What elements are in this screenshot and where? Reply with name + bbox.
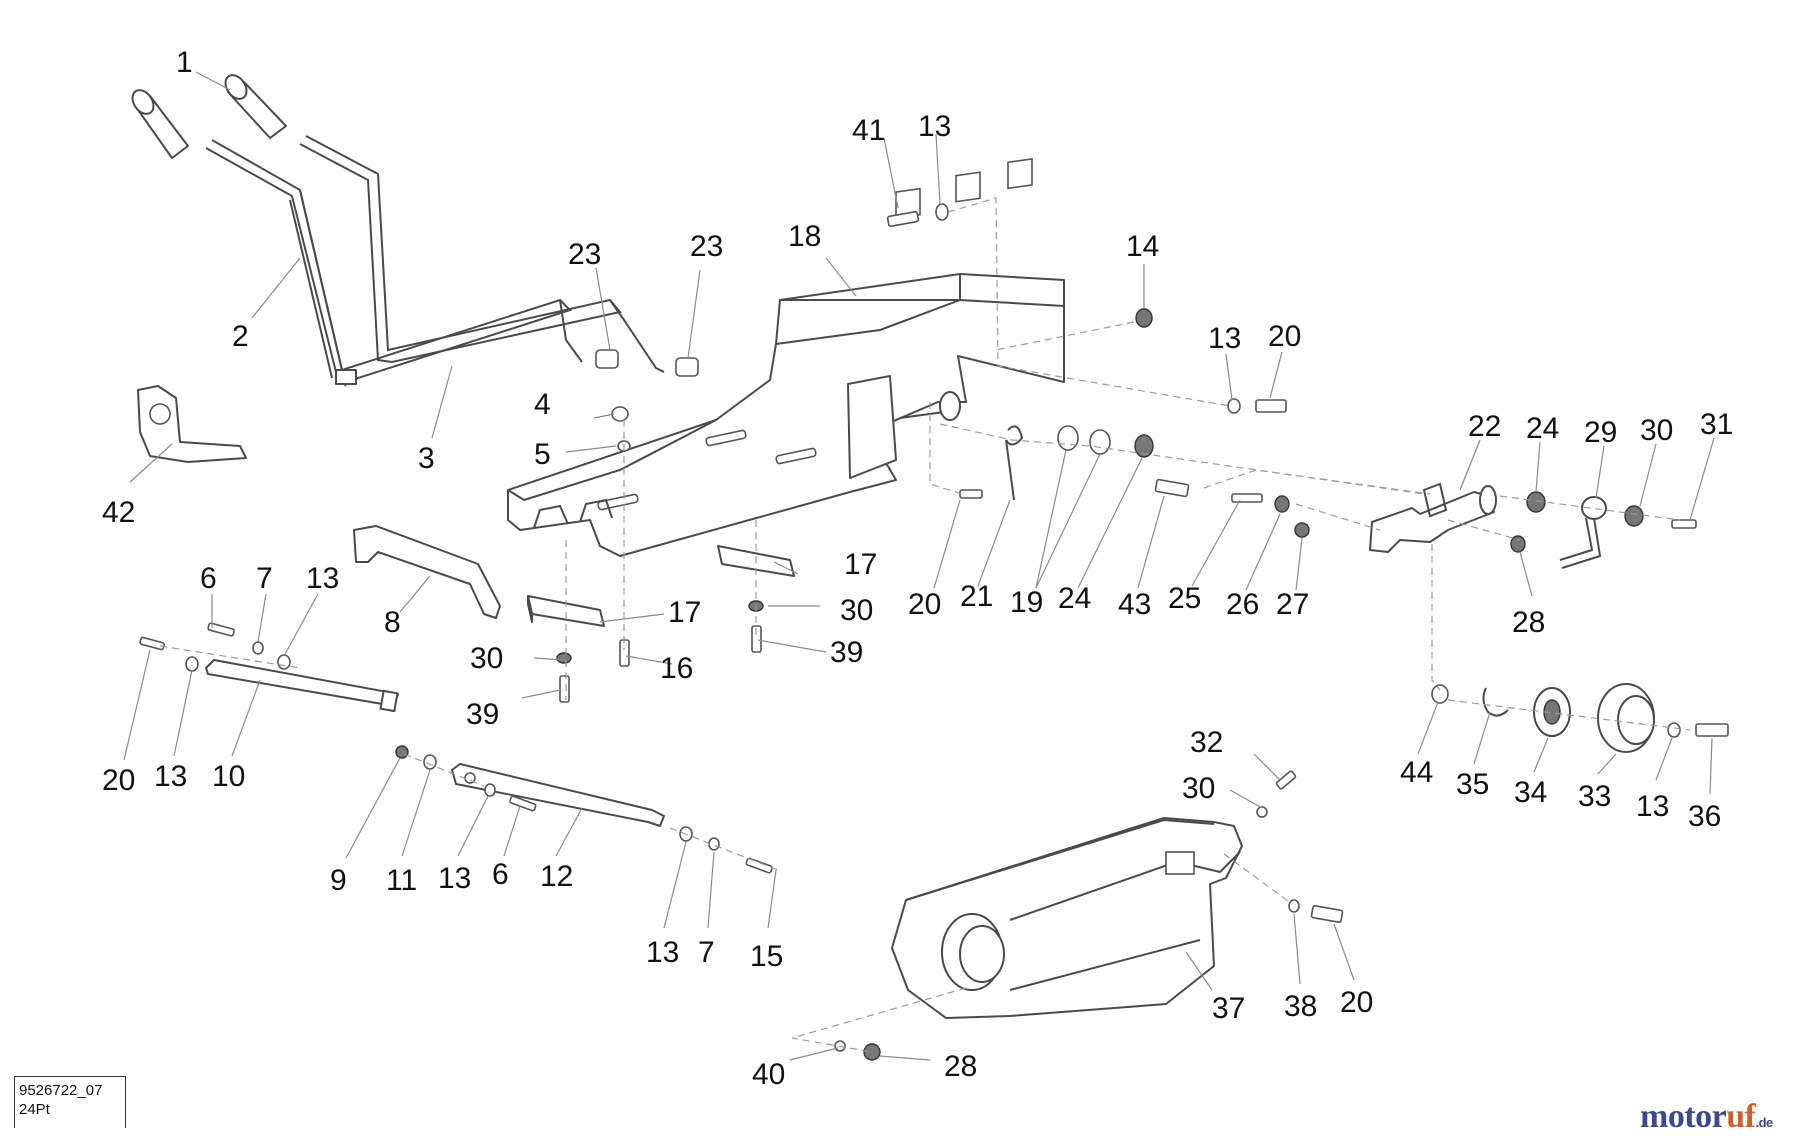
callout-30: 30 xyxy=(470,642,503,675)
callout-31: 31 xyxy=(1700,408,1733,441)
drawing-variant: 24Pt xyxy=(19,1101,50,1118)
callout-6: 6 xyxy=(492,858,509,891)
callout-30: 30 xyxy=(1182,772,1215,805)
callout-26: 26 xyxy=(1226,588,1259,621)
callout-39: 39 xyxy=(830,636,863,669)
callout-13: 13 xyxy=(918,110,951,143)
circlip-35 xyxy=(1482,687,1509,717)
callout-27: 27 xyxy=(1276,588,1309,621)
callout-20: 20 xyxy=(1340,986,1373,1019)
drawing-reference-box: 9526722_07 24Pt xyxy=(14,1076,126,1128)
callout-32: 32 xyxy=(1190,726,1223,759)
callout-21: 21 xyxy=(960,580,993,613)
drawing-reference-code: 9526722_07 xyxy=(19,1082,103,1099)
callout-40: 40 xyxy=(752,1058,785,1091)
shift-rod-10 xyxy=(205,659,399,713)
callout-38: 38 xyxy=(1284,990,1317,1023)
callout-39: 39 xyxy=(466,698,499,731)
callout-20: 20 xyxy=(102,764,135,797)
callout-25: 25 xyxy=(1168,582,1201,615)
callout-37: 37 xyxy=(1212,992,1245,1025)
callout-11: 11 xyxy=(386,864,417,897)
callout-30: 30 xyxy=(840,594,873,627)
callout-41: 41 xyxy=(852,114,885,147)
callout-7: 7 xyxy=(256,562,273,595)
callout-7: 7 xyxy=(698,936,715,969)
cable-fittings-23 xyxy=(595,349,699,377)
assembly-lines xyxy=(159,197,1691,1053)
callout-42: 42 xyxy=(102,496,135,529)
handlebar-assembly xyxy=(131,74,665,387)
callout-13: 13 xyxy=(154,760,187,793)
logo-text-primary: motor xyxy=(1640,1098,1727,1135)
callout-24: 24 xyxy=(1526,412,1559,445)
callout-15: 15 xyxy=(750,940,783,973)
handlebar-tube-right xyxy=(299,135,622,364)
callout-23: 23 xyxy=(690,230,723,263)
logo-text-accent: uf xyxy=(1726,1098,1756,1135)
callout-5: 5 xyxy=(534,438,551,471)
carry-handle-8 xyxy=(353,525,501,619)
callout-13: 13 xyxy=(306,562,339,595)
logo-tld: .de xyxy=(1755,1115,1773,1130)
stud-44 xyxy=(1431,684,1449,704)
callout-28: 28 xyxy=(1512,606,1545,639)
callout-13: 13 xyxy=(438,862,471,895)
callout-13: 13 xyxy=(1636,790,1669,823)
callout-12: 12 xyxy=(540,860,573,893)
callout-labels: 1 2 3 42 23 23 18 41 13 14 13 20 4 5 22 … xyxy=(102,46,1733,1091)
callout-35: 35 xyxy=(1456,768,1489,801)
callout-10: 10 xyxy=(212,760,245,793)
callout-8: 8 xyxy=(384,606,401,639)
callout-22: 22 xyxy=(1468,410,1501,443)
callout-3: 3 xyxy=(418,442,435,475)
bracket-42 xyxy=(137,385,247,463)
callout-19: 19 xyxy=(1010,586,1043,619)
callout-6: 6 xyxy=(200,562,217,595)
connecting-link-12 xyxy=(451,763,665,827)
callout-16: 16 xyxy=(660,652,693,685)
leader-lines xyxy=(123,71,1715,1061)
callout-2: 2 xyxy=(232,320,249,353)
callout-17: 17 xyxy=(844,548,877,581)
callout-28: 28 xyxy=(944,1050,977,1083)
callout-43: 43 xyxy=(1118,588,1151,621)
callout-20: 20 xyxy=(908,588,941,621)
belt-cover-37 xyxy=(891,817,1243,1019)
brand-logo[interactable]: motoruf.de xyxy=(1640,1098,1773,1136)
callout-4: 4 xyxy=(534,388,551,421)
callout-1: 1 xyxy=(176,46,193,79)
callout-13: 13 xyxy=(1208,322,1241,355)
callout-9: 9 xyxy=(330,864,347,897)
callout-29: 29 xyxy=(1584,416,1617,449)
shift-lever-22 xyxy=(1369,482,1497,553)
callout-14: 14 xyxy=(1126,230,1159,263)
callout-18: 18 xyxy=(788,220,821,253)
callout-44: 44 xyxy=(1400,756,1433,789)
bearing-group xyxy=(1431,683,1655,753)
callout-34: 34 xyxy=(1514,776,1547,809)
callout-36: 36 xyxy=(1688,800,1721,833)
callout-30: 30 xyxy=(1640,414,1673,447)
main-frame-18 xyxy=(507,158,1065,557)
callout-23: 23 xyxy=(568,238,601,271)
pin-29 xyxy=(1559,496,1607,569)
callout-24: 24 xyxy=(1058,582,1091,615)
callout-33: 33 xyxy=(1578,780,1611,813)
callout-17: 17 xyxy=(668,596,701,629)
callout-13: 13 xyxy=(646,936,679,969)
callout-20: 20 xyxy=(1268,320,1301,353)
